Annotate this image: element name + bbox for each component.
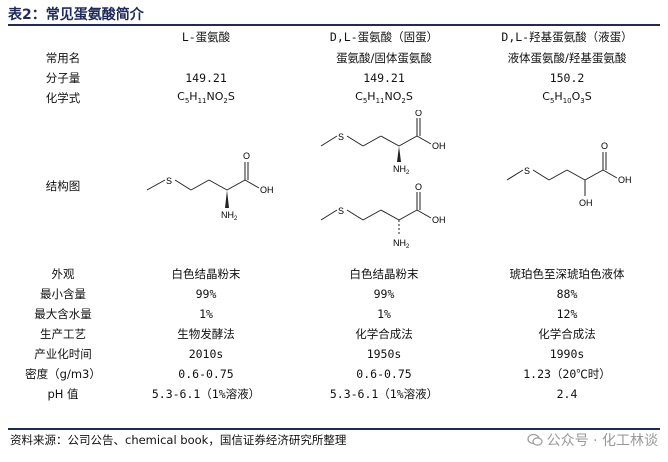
cell: 5.3-6.1（1%溶液） (151, 387, 261, 401)
row-label: 生产工艺 (40, 327, 86, 341)
row-molecular-weight: 分子量 149.21 149.21 150.2 (8, 68, 660, 88)
cell: 1% (377, 307, 391, 321)
row-appearance: 外观 白色结晶粉末 白色结晶粉末 琥珀色至深琥珀色液体 (8, 264, 660, 284)
row-min-content: 最小含量 99% 99% 88% (8, 284, 660, 304)
cell: 88% (556, 287, 578, 301)
row-label: 密度（g/m3） (25, 367, 101, 381)
cell: 0.6-0.75 (356, 367, 412, 381)
svg-text:O: O (415, 110, 422, 118)
row-label: 外观 (51, 267, 75, 281)
cell: 149.21 (363, 71, 405, 85)
cell: 化学合成法 (538, 327, 596, 341)
header-empty (8, 26, 118, 48)
row-label: pH 值 (47, 387, 79, 401)
svg-text:OH: OH (432, 141, 446, 151)
structure-l-methionine: S O OH NH2 (118, 108, 294, 264)
cell: 2.4 (556, 387, 578, 401)
svg-text:S: S (338, 132, 344, 142)
row-label: 分子量 (45, 71, 81, 85)
header-dl-hydroxy-methionine: D,L-羟基蛋氨酸（液蛋） (501, 30, 633, 44)
methionine-table: L-蛋氨酸 D,L-蛋氨酸（固蛋） D,L-羟基蛋氨酸（液蛋） 常用名 蛋氨酸/… (8, 26, 660, 404)
watermark: 公众号 · 化工林谈 (527, 430, 658, 450)
source-note: 资料来源：公司公告、chemical book，国信证券经济研究所整理 (10, 433, 347, 447)
row-label: 产业化时间 (34, 347, 92, 361)
cell: 150.2 (549, 71, 585, 85)
formula-hydroxy: C5H10O3S (542, 90, 592, 106)
formula-dl: C5H11NO2S (355, 90, 413, 106)
row-industrial-time: 产业化时间 2010s 1950s 1990s (8, 344, 660, 364)
header-l-methionine: L-蛋氨酸 (181, 30, 231, 44)
cell: 5.3-6.1（1%溶液） (329, 387, 439, 401)
svg-text:OH: OH (260, 185, 274, 195)
cell: 化学合成法 (355, 327, 413, 341)
row-max-water: 最大含水量 1% 1% 12% (8, 304, 660, 324)
cell: 1% (199, 307, 213, 321)
header-row: L-蛋氨酸 D,L-蛋氨酸（固蛋） D,L-羟基蛋氨酸（液蛋） (8, 26, 660, 48)
row-label: 常用名 (45, 51, 81, 65)
row-structure: 结构图 S O OH (8, 108, 660, 264)
row-ph: pH 值 5.3-6.1（1%溶液） 5.3-6.1（1%溶液） 2.4 (8, 384, 660, 404)
cell: 99% (195, 287, 217, 301)
top-rule (8, 24, 660, 26)
table-title: 表2：常见蛋氨酸简介 (8, 7, 144, 23)
bottom-rule (8, 428, 660, 430)
svg-text:S: S (166, 176, 172, 186)
row-label: 最大含水量 (34, 307, 92, 321)
cell: 2010s (188, 347, 224, 361)
cell: 99% (373, 287, 395, 301)
cell: 12% (556, 307, 578, 321)
header-dl-methionine: D,L-蛋氨酸（固蛋） (329, 30, 439, 44)
row-label: 化学式 (45, 91, 81, 105)
svg-text:O: O (415, 182, 422, 192)
svg-text:S: S (524, 166, 530, 176)
svg-text:OH: OH (579, 198, 593, 208)
cell: 生物发酵法 (177, 327, 235, 341)
svg-text:O: O (243, 151, 250, 161)
cell: 液体蛋氨酸/羟基蛋氨酸 (507, 51, 627, 65)
svg-text:S: S (338, 206, 344, 216)
row-formula: 化学式 C5H11NO2S C5H11NO2S C5H10O3S (8, 88, 660, 108)
l-methionine-structure: S O OH NH2 (146, 151, 274, 222)
cell: 白色结晶粉末 (171, 267, 241, 281)
svg-text:NH2: NH2 (221, 210, 238, 222)
cell: 1990s (549, 347, 585, 361)
cell: 白色结晶粉末 (349, 267, 419, 281)
row-common-name: 常用名 蛋氨酸/固体蛋氨酸 液体蛋氨酸/羟基蛋氨酸 (8, 48, 660, 68)
svg-text:OH: OH (432, 215, 446, 225)
row-label: 结构图 (45, 179, 81, 193)
structure-dl-methionine: S O OH NH2 S (294, 108, 474, 264)
cell (118, 48, 294, 68)
formula-l: C5H11NO2S (177, 90, 235, 106)
dl-methionine-structure: S O OH NH2 S (320, 108, 446, 250)
cell: 1950s (366, 347, 402, 361)
cell: 1.23（20℃时） (523, 367, 611, 381)
cell: 琥珀色至深琥珀色液体 (509, 267, 625, 281)
cell: 0.6-0.75 (178, 367, 234, 381)
cell: 蛋氨酸/固体蛋氨酸 (336, 51, 432, 65)
watermark-text: 公众号 · 化工林谈 (546, 433, 658, 449)
hydroxy-methionine-structure: S O OH OH (506, 141, 632, 208)
structure-hydroxy-methionine: S O OH OH (474, 108, 660, 264)
svg-text:NH2: NH2 (393, 164, 410, 176)
wechat-icon (527, 433, 543, 446)
row-density: 密度（g/m3） 0.6-0.75 0.6-0.75 1.23（20℃时） (8, 364, 660, 384)
svg-text:NH2: NH2 (393, 238, 410, 250)
row-process: 生产工艺 生物发酵法 化学合成法 化学合成法 (8, 324, 660, 344)
row-label: 最小含量 (40, 287, 86, 301)
svg-text:O: O (601, 141, 608, 151)
svg-text:OH: OH (618, 175, 632, 185)
cell: 149.21 (185, 71, 227, 85)
